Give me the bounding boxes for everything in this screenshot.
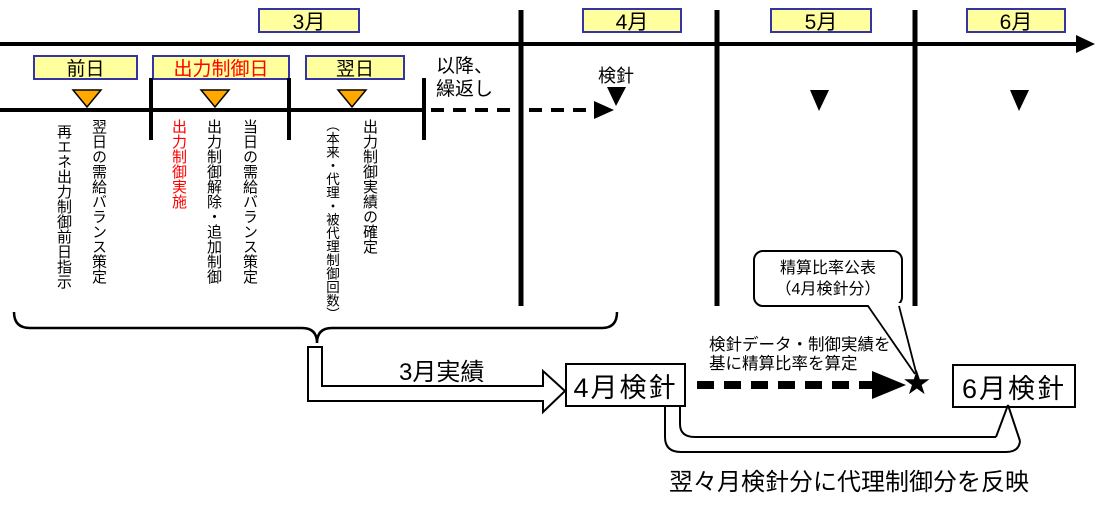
month-label-april-text: 4月: [615, 10, 649, 34]
uturn-arrow-outer: [664, 407, 1021, 453]
settlement-ratio-callout: 精算比率公表 （4月検針分）: [753, 250, 903, 307]
control-day-label-text: 出力制御日: [173, 59, 269, 80]
april-meter-marker-icon: [607, 87, 626, 106]
top-timeline-arrowhead-icon: [1076, 35, 1095, 53]
month-label-may-text: 5月: [804, 10, 838, 34]
control-day-marker-icon: [199, 89, 231, 109]
activity-column-prior-day-instruction: 再エネ出力制御前日指示: [55, 124, 72, 289]
control-day-label: 出力制御日: [152, 55, 290, 80]
previous-day-label-text: 前日: [66, 59, 105, 80]
previous-day-label: 前日: [33, 55, 138, 80]
uturn-arrowhead-left: [995, 404, 1009, 438]
next-day-label: 翌日: [305, 55, 405, 80]
settlement-calc-note-line1: 検針データ・制御実績を: [709, 336, 891, 354]
june-meter-reading-box: 6月検針: [952, 364, 1076, 408]
march-results-label: 3月実績: [399, 359, 485, 386]
callout-line2: （4月検針分）: [775, 280, 881, 298]
may-meter-marker-icon: [810, 90, 829, 111]
month-label-march: 3月: [258, 8, 360, 34]
settlement-calc-note: 検針データ・制御実績を 基に精算比率を算定: [709, 336, 891, 374]
month-label-june-text: 6月: [999, 10, 1033, 34]
repeat-note-line1: 以降、: [436, 56, 494, 77]
star-icon: ★: [902, 364, 932, 401]
activity-column-control-execute: 出力制御実施: [170, 119, 187, 209]
activity-column-control-counts: （本来・代理・被代理制御回数）: [324, 118, 339, 321]
month-label-march-text: 3月: [292, 10, 326, 34]
repeat-note: 以降、 繰返し: [436, 55, 493, 101]
month-label-april: 4月: [582, 8, 682, 34]
april-meter-reading-box: 4月検針: [565, 363, 686, 407]
previous-day-marker-icon: [71, 89, 103, 109]
april-meter-reading-text: 4月検針: [573, 372, 678, 403]
next-day-label-text: 翌日: [335, 59, 374, 80]
settlement-calc-arrowhead-icon: [872, 371, 906, 399]
callout-line1: 精算比率公表: [779, 259, 876, 277]
next-day-marker-icon: [336, 89, 368, 109]
uturn-arrow-inner: [679, 407, 996, 438]
uturn-arrowhead-right: [1007, 404, 1021, 442]
march-brace: [12, 311, 619, 344]
month-label-june: 6月: [966, 8, 1066, 34]
reflection-note: 翌々月検針分に代理制御分を反映: [669, 469, 1029, 496]
activity-column-sameday-balance: 当日の需給バランス策定: [241, 119, 258, 284]
meter-reading-label: 検針: [598, 66, 634, 86]
repeat-note-line2: 繰返し: [436, 79, 494, 100]
june-meter-reading-text: 6月検針: [961, 373, 1067, 404]
month-label-may: 5月: [770, 8, 872, 34]
june-meter-marker-icon: [1010, 90, 1029, 111]
activity-column-results-fixed: 出力制御実績の確定: [361, 119, 378, 254]
activity-column-control-release: 出力制御解除・追加制御: [205, 119, 222, 284]
settlement-calc-note-line2: 基に精算比率を算定: [709, 355, 858, 373]
meter-reading-arrowhead-icon: [594, 101, 614, 119]
activity-column-nextday-balance: 翌日の需給バランス策定: [90, 119, 107, 284]
